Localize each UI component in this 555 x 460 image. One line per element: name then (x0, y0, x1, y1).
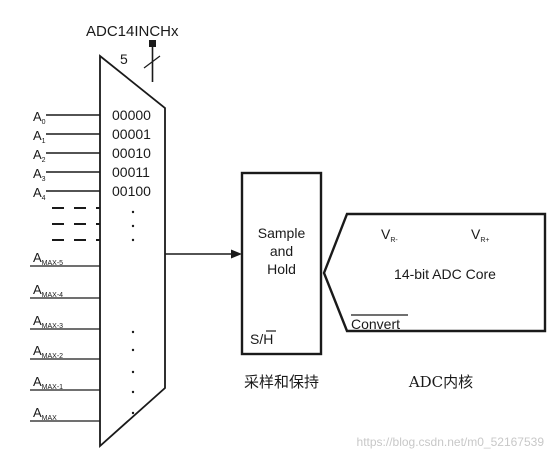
adc-core-caption: ADC内核 (408, 373, 473, 391)
input-amax-3: AMAX-3 (30, 313, 100, 330)
convert-label: Convert (351, 316, 400, 332)
svg-text:A1: A1 (33, 128, 46, 145)
svg-text:AMAX-3: AMAX-3 (33, 313, 63, 330)
svg-text:A2: A2 (33, 147, 46, 164)
svg-text:A3: A3 (33, 166, 46, 183)
input-a0: A0 (33, 109, 100, 126)
adc-core-block (322, 212, 547, 333)
input-a4: A4 (33, 185, 100, 202)
input-a2: A2 (33, 147, 100, 164)
vr-minus-label: VR- (381, 226, 398, 244)
sample-hold-line3: Hold (267, 261, 296, 277)
svg-text:A0: A0 (33, 109, 46, 126)
sample-hold-line1: Sample (258, 225, 306, 241)
input-amax-2: AMAX-2 (30, 343, 100, 360)
watermark-text: https://blog.csdn.net/m0_52167539 (357, 435, 545, 449)
mux-code: 00001 (112, 126, 151, 142)
sample-hold-caption: 采样和保持 (244, 373, 319, 391)
input-amax-4: AMAX-4 (30, 282, 100, 299)
svg-text:AMAX-4: AMAX-4 (33, 282, 63, 299)
multiplexer (99, 54, 166, 449)
input-amax-1: AMAX-1 (30, 374, 100, 391)
select-label: ADC14INCHx (86, 23, 179, 40)
mux-output-arrowhead (231, 249, 242, 259)
mux-code: 00100 (112, 183, 151, 199)
sample-hold-control: S/H (250, 331, 273, 347)
input-amax-5: AMAX-5 (30, 250, 100, 267)
svg-text:AMAX: AMAX (33, 405, 57, 422)
mux-code: 00000 (112, 107, 151, 123)
bus-width-label: 5 (120, 51, 128, 67)
mux-codes: 00000 00001 00010 00011 00100 (112, 107, 151, 199)
svg-text:AMAX-5: AMAX-5 (33, 250, 63, 267)
adc-core-title: 14-bit ADC Core (394, 266, 496, 282)
vr-plus-label: VR+ (471, 226, 490, 244)
svg-text:AMAX-2: AMAX-2 (33, 343, 63, 360)
input-amax: AMAX (30, 405, 100, 422)
input-a3: A3 (33, 166, 100, 183)
mux-code: 00011 (112, 164, 150, 180)
bus-slash (143, 55, 161, 69)
svg-text:A4: A4 (33, 185, 46, 202)
input-a1: A1 (33, 128, 100, 145)
sample-hold-block (240, 171, 323, 356)
svg-text:AMAX-1: AMAX-1 (33, 374, 63, 391)
sample-hold-line2: and (270, 243, 293, 259)
mux-ellipsis (131, 210, 135, 415)
select-pin-square (149, 40, 156, 47)
mux-code: 00010 (112, 145, 151, 161)
input-ellipsis-dashes (52, 207, 100, 241)
